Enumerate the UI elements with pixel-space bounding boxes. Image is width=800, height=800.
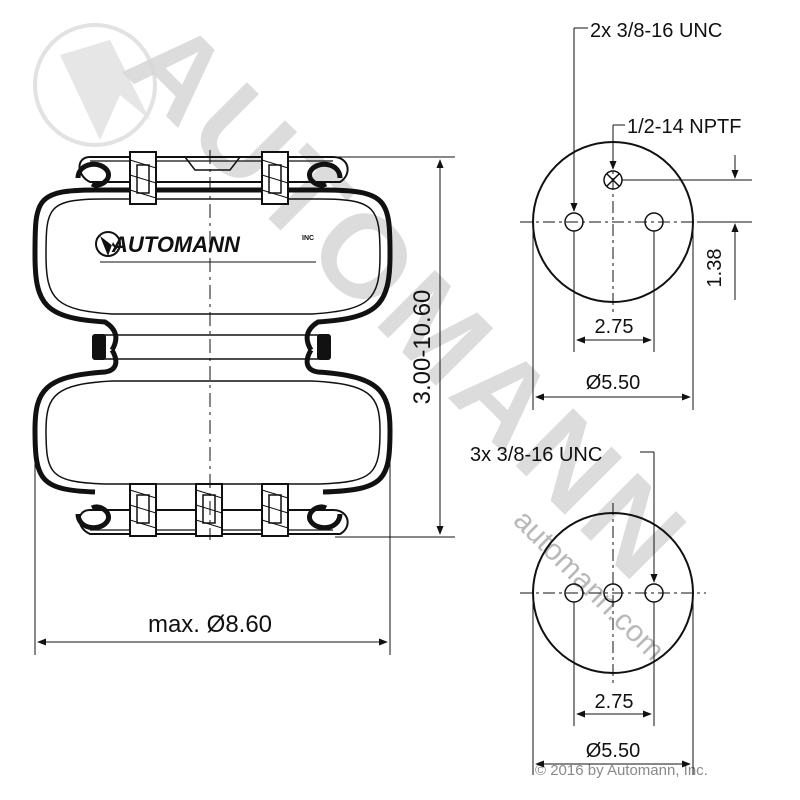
inlet-offset-dimension: [622, 155, 752, 300]
max-diameter-text: max. Ø8.60: [148, 611, 272, 638]
air-inlet-callout-text: 1/2-14 NPTF: [627, 116, 741, 138]
top-stud-left: [129, 151, 157, 205]
bottom-plate-diameter-dimension: [532, 593, 694, 775]
bottom-plate-diameter-text: Ø5.50: [586, 740, 640, 762]
bottom-bead-plate: [78, 509, 349, 535]
bottom-stud-spacing-dimension: [573, 602, 655, 726]
lower-bellow: [32, 348, 393, 495]
top-stud-spacing-text: 2.75: [595, 316, 634, 338]
top-plate-diameter-dimension: [532, 222, 694, 410]
top-stud-callout-leader: [570, 27, 588, 212]
top-stud-spacing-dimension: [573, 231, 655, 352]
watermark-logo-mark: [60, 40, 150, 140]
inlet-offset-text: 1.38: [704, 249, 726, 288]
height-dimension: [335, 156, 455, 538]
bottom-bead-roll-left: [75, 504, 111, 531]
brand-label-suffix: INC: [302, 235, 314, 242]
bottom-studs: [129, 483, 289, 537]
height-dimension-text: 3.00-10.60: [409, 290, 436, 405]
top-studs: [129, 151, 289, 205]
air-inlet-callout-leader: [609, 124, 625, 170]
bottom-stud-callout-leader: [640, 451, 658, 583]
top-bead-roll-right: [307, 161, 343, 188]
top-bead-plate: [78, 156, 349, 183]
girdle-ring: [94, 334, 329, 360]
copyright-text: © 2016 by Automann, Inc.: [535, 762, 708, 779]
top-stud-callout-text: 2x 3/8-16 UNC: [590, 20, 722, 42]
bottom-stud-callout-text: 3x 3/8-16 UNC: [470, 444, 602, 466]
top-plate-diameter-text: Ø5.50: [586, 372, 640, 394]
bottom-stud-spacing-text: 2.75: [595, 691, 634, 713]
bottom-stud-hole-center: [603, 583, 623, 603]
brand-label-text: AUTOMANN: [111, 232, 241, 257]
brand-label: AUTOMANN INC: [95, 231, 316, 263]
watermark-brand-text: AUTOMANN: [102, 0, 714, 607]
bottom-bead-roll-right: [307, 504, 343, 531]
top-bead-roll-left: [75, 161, 111, 188]
diameter-dimension: [34, 430, 391, 655]
watermark-logo-circle: [33, 23, 157, 147]
